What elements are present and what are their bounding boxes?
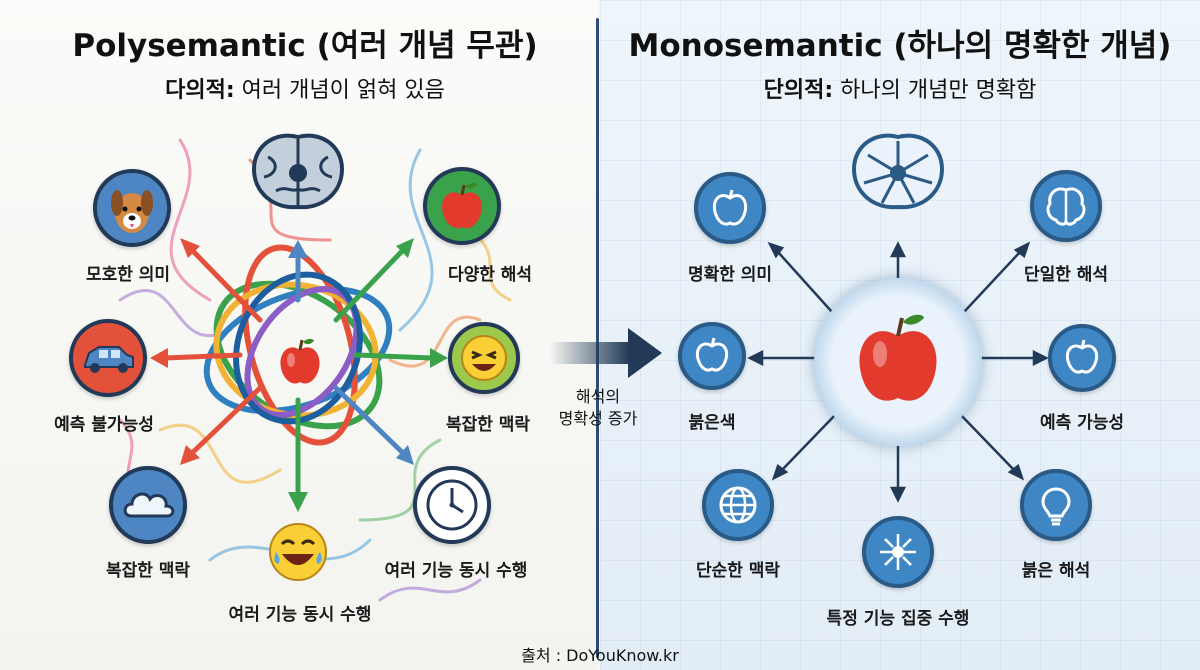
apple-icon	[423, 167, 501, 245]
center-apple-focus	[814, 278, 982, 446]
network-hub-icon	[862, 516, 934, 588]
subtitle-rest: 여러 개념이 얽혀 있음	[234, 78, 445, 103]
subtitle-bold: 단의적:	[763, 78, 834, 103]
apple-outline-icon	[1048, 324, 1116, 392]
center-apple-icon	[276, 336, 324, 388]
source-credit: 출처 : DoYouKnow.kr	[521, 646, 679, 665]
dog-icon	[93, 169, 171, 247]
apple-outline-icon	[678, 322, 746, 390]
polysemantic-title: Polysemantic (여러 개념 무관)	[72, 28, 538, 64]
label-red: 붉은색	[688, 413, 736, 433]
polysemantic-subtitle: 다의적: 여러 개념이 얽혀 있음	[70, 72, 540, 104]
label-clear: 명확한 의미	[687, 265, 773, 285]
neural-brain-icon	[846, 131, 950, 213]
label-focused: 특정 기능 집중 수행	[826, 609, 970, 629]
radial-arrows	[747, 241, 1049, 503]
label-multi-bottom: 여러 기능 동시 수행	[228, 605, 372, 625]
label-red-interp: 붉은 해석	[1021, 561, 1091, 581]
clock-icon	[413, 466, 491, 544]
tears-of-joy-icon	[264, 518, 332, 586]
clarity-increase-text: 해석의 명확성 증가	[559, 386, 638, 430]
globe-icon	[702, 469, 774, 541]
apple-outline-icon	[694, 172, 766, 244]
polysemantic-panel: Polysemantic (여러 개념 무관) 다의적: 여러 개념이 얽혀 있…	[0, 0, 597, 670]
label-multi-right: 여러 기능 동시 수행	[384, 561, 528, 581]
label-unpredictable: 예측 불가능성	[54, 415, 154, 435]
label-predictable: 예측 가능성	[1039, 413, 1125, 433]
brain-icon	[246, 131, 350, 213]
label-varied: 다양한 해석	[447, 265, 533, 285]
brain-outline-icon	[1030, 170, 1102, 242]
clarity-line1: 해석의	[575, 387, 621, 406]
label-ambiguous: 모호한 의미	[85, 265, 171, 285]
tangle-lines	[98, 138, 512, 602]
cloud-icon	[109, 466, 187, 544]
monosemantic-subtitle: 단의적: 하나의 개념만 명확함	[620, 72, 1180, 104]
laughing-emoji-icon	[448, 322, 520, 394]
subtitle-bold: 다의적:	[165, 78, 235, 103]
clarity-line2: 명확성 증가	[558, 409, 638, 428]
panel-divider	[596, 18, 599, 658]
label-complex-bottom: 복잡한 맥락	[105, 561, 191, 581]
car-icon	[69, 319, 147, 397]
monosemantic-title: Monosemantic (하나의 명확한 개념)	[628, 28, 1172, 64]
lightbulb-icon	[1020, 469, 1092, 541]
subtitle-rest: 하나의 개념만 명확함	[833, 78, 1037, 103]
monosemantic-panel: Monosemantic (하나의 명확한 개념) 단의적: 하나의 개념만 명…	[600, 0, 1200, 670]
label-single: 단일한 해석	[1023, 265, 1109, 285]
label-complex-right: 복잡한 맥락	[445, 415, 531, 435]
label-simple: 단순한 맥락	[695, 561, 781, 581]
